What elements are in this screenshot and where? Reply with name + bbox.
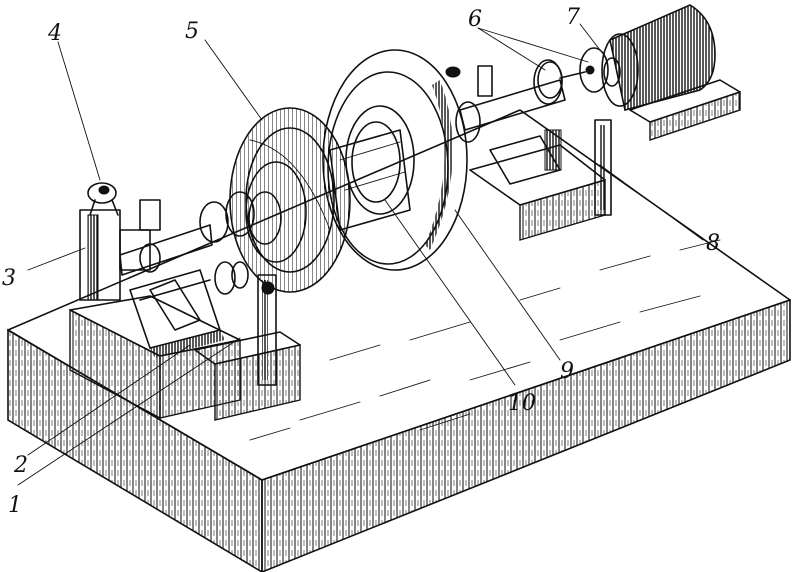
coupling-6	[537, 47, 609, 99]
callout-2: 2	[13, 453, 28, 478]
callout-labels: 4 3 5 6 7 8 9 10 2 1	[2, 5, 720, 518]
large-disc-9	[322, 49, 468, 271]
right-shaft	[445, 59, 566, 143]
callout-7: 7	[566, 5, 580, 30]
callout-3: 3	[2, 266, 16, 291]
leader-lines	[17, 23, 704, 486]
callout-4: 4	[47, 21, 62, 46]
callout-10: 10	[508, 391, 536, 416]
base-platform	[7, 109, 791, 572]
electric-motor-7	[601, 4, 741, 141]
callout-1: 1	[8, 493, 22, 518]
callout-9: 9	[560, 359, 574, 384]
finned-disc-5	[229, 107, 351, 293]
callout-5: 5	[185, 19, 199, 44]
right-bearing-stand	[469, 119, 612, 241]
speed-indicator-assembly	[79, 182, 161, 301]
surface-texture	[249, 239, 721, 441]
callout-6: 6	[468, 7, 482, 32]
central-shaft	[329, 129, 411, 231]
callout-8: 8	[706, 231, 720, 256]
